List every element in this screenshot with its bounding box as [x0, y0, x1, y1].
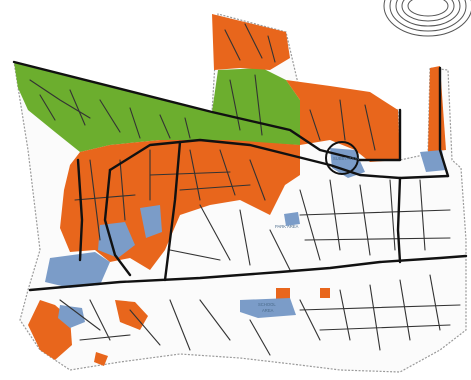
- blue-zone-east: [420, 150, 446, 172]
- circle-marker-icon: [325, 141, 359, 175]
- ring-road: [108, 138, 450, 180]
- stadium-emblem-icon: [383, 0, 471, 37]
- blue-zone-southwest: [58, 305, 85, 328]
- northern-arterial: [12, 60, 402, 162]
- center-label: PARK AREA: [275, 224, 299, 229]
- blue-zone-center: [140, 205, 162, 238]
- northeast-spur: [438, 66, 450, 178]
- green-zone-north: [212, 68, 300, 145]
- orange-zone-north: [212, 14, 290, 70]
- blue-south-label-2: AREA: [262, 308, 274, 313]
- blue-zone-mid: [284, 212, 300, 226]
- marker-label: SUBSTATION: [333, 156, 359, 161]
- orange-zone-south: [115, 300, 148, 330]
- blue-zone-west: [45, 252, 110, 288]
- east-spine: [396, 176, 402, 264]
- blue-zone-south: [240, 298, 296, 318]
- blue-south-label-1: SCHOOL: [258, 302, 276, 307]
- orange-zone-east-strip: [428, 66, 446, 152]
- minor-streets: [29, 23, 461, 356]
- orange-zone-small-3: [320, 288, 330, 298]
- west-spine: [76, 158, 84, 262]
- central-spine: [163, 140, 182, 282]
- southern-arterial: [28, 254, 468, 292]
- orange-zone-small-2: [94, 352, 108, 366]
- west-loop: [103, 168, 132, 277]
- major-roads: [12, 60, 468, 292]
